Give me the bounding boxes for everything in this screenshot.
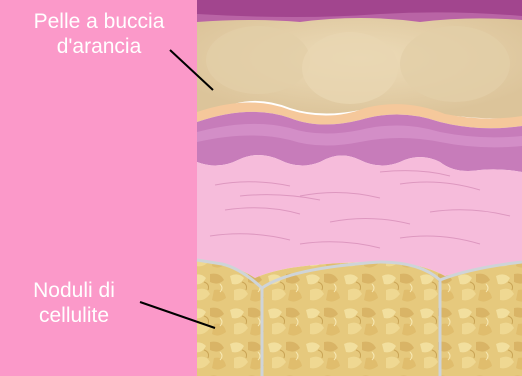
connective-tissue	[197, 155, 522, 278]
label-orange-peel-line2: d'arancia	[8, 34, 190, 59]
label-orange-peel-line1: Pelle a buccia	[34, 10, 165, 33]
label-nodules-line2: cellulite	[14, 303, 134, 328]
fat-layer	[197, 260, 522, 376]
label-nodules-line1: Noduli di	[33, 279, 115, 302]
label-orange-peel: Pelle a buccia d'arancia	[8, 9, 190, 59]
label-nodules: Noduli di cellulite	[14, 278, 134, 328]
